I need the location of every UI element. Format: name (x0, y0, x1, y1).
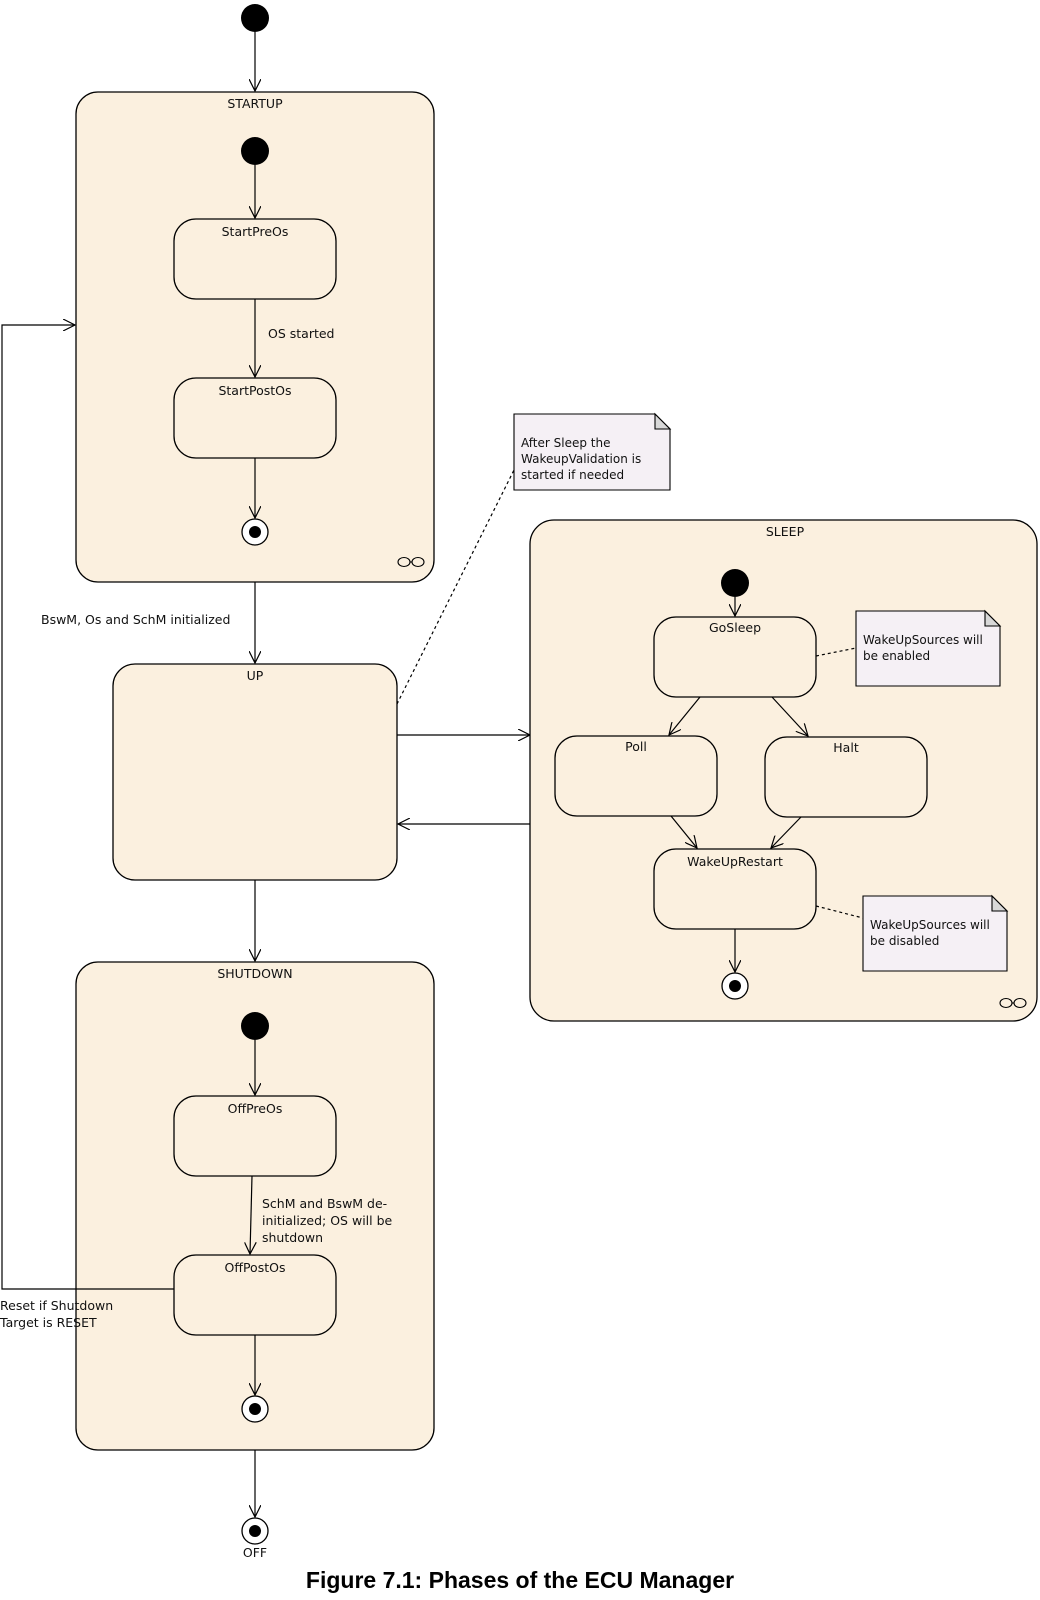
os-started-label: OS started (268, 326, 335, 341)
reset-label-line-2: Target is RESET (0, 1315, 97, 1330)
startpostos-label: StartPostOs (218, 383, 291, 398)
schm-deinit-line-2: initialized; OS will be (262, 1213, 393, 1228)
offpreos-label: OffPreOs (228, 1101, 283, 1116)
composite-icon (999, 997, 1027, 1009)
state-startpostos: StartPostOs (173, 377, 337, 459)
wakeuprestart-label: WakeUpRestart (687, 854, 783, 869)
state-offpreos: OffPreOs (173, 1095, 337, 1177)
state-shutdown: SHUTDOWN (75, 961, 435, 1451)
note-disabled-line-1: WakeUpSources will (870, 918, 990, 932)
note-wakeup-line-1: After Sleep the (521, 436, 610, 450)
transition-reset (1, 325, 174, 1290)
note-connector-up (396, 469, 515, 705)
note-enabled-line-2: be enabled (863, 649, 930, 663)
sleep-label: SLEEP (766, 524, 805, 539)
state-poll: Poll (554, 735, 718, 817)
note-connector-wakeuprestart (815, 905, 864, 919)
composite-icon (397, 556, 425, 568)
note-wakeup-line-3: started if needed (521, 468, 624, 482)
poll-label: Poll (625, 739, 647, 754)
shutdown-final-node (241, 1395, 269, 1423)
initial-node (241, 4, 269, 32)
note-sources-disabled: WakeUpSources will be disabled (862, 894, 1009, 972)
schm-deinit-line-3: shutdown (262, 1230, 323, 1245)
transition-halt-wakeuprestart (771, 816, 802, 848)
note-enabled-line-1: WakeUpSources will (863, 633, 983, 647)
reset-label-line-1: Reset if Shutdown (0, 1298, 113, 1313)
startup-initial-node (241, 137, 269, 165)
figure-caption: Figure 7.1: Phases of the ECU Manager (306, 1567, 734, 1593)
sleep-final-node (721, 972, 749, 1000)
gosleep-label: GoSleep (709, 620, 761, 635)
shutdown-initial-node (241, 1012, 269, 1040)
off-label: OFF (243, 1545, 267, 1560)
startup-label: STARTUP (227, 96, 283, 111)
state-offpostos: OffPostOs (173, 1254, 337, 1336)
transition-gosleep-halt (771, 696, 808, 736)
halt-label: Halt (833, 740, 859, 755)
note-wakeup-line-2: WakeupValidation is (521, 452, 641, 466)
state-up: UP (112, 663, 398, 881)
transition-gosleep-poll (669, 696, 701, 735)
startpreos-label: StartPreOs (222, 224, 289, 239)
up-label: UP (247, 668, 264, 683)
note-disabled-line-2: be disabled (870, 934, 939, 948)
off-final-node (241, 1517, 269, 1545)
schm-deinit-line-1: SchM and BswM de- (262, 1196, 387, 1211)
bswm-initialized-label: BswM, Os and SchM initialized (41, 612, 230, 627)
state-halt: Halt (764, 736, 928, 818)
transition-schm-deinit (250, 1175, 252, 1254)
note-wakeup-validation: After Sleep the WakeupValidation is star… (513, 412, 672, 491)
shutdown-label: SHUTDOWN (217, 966, 292, 981)
state-gosleep: GoSleep (653, 616, 817, 698)
note-connector-gosleep (815, 647, 857, 657)
state-startpreos: StartPreOs (173, 218, 337, 300)
state-wakeuprestart: WakeUpRestart (653, 848, 817, 930)
transition-poll-wakeuprestart (670, 815, 697, 848)
offpostos-label: OffPostOs (225, 1260, 286, 1275)
note-sources-enabled: WakeUpSources will be enabled (855, 609, 1002, 687)
startup-final-node (241, 518, 269, 546)
sleep-initial-node (721, 569, 749, 597)
